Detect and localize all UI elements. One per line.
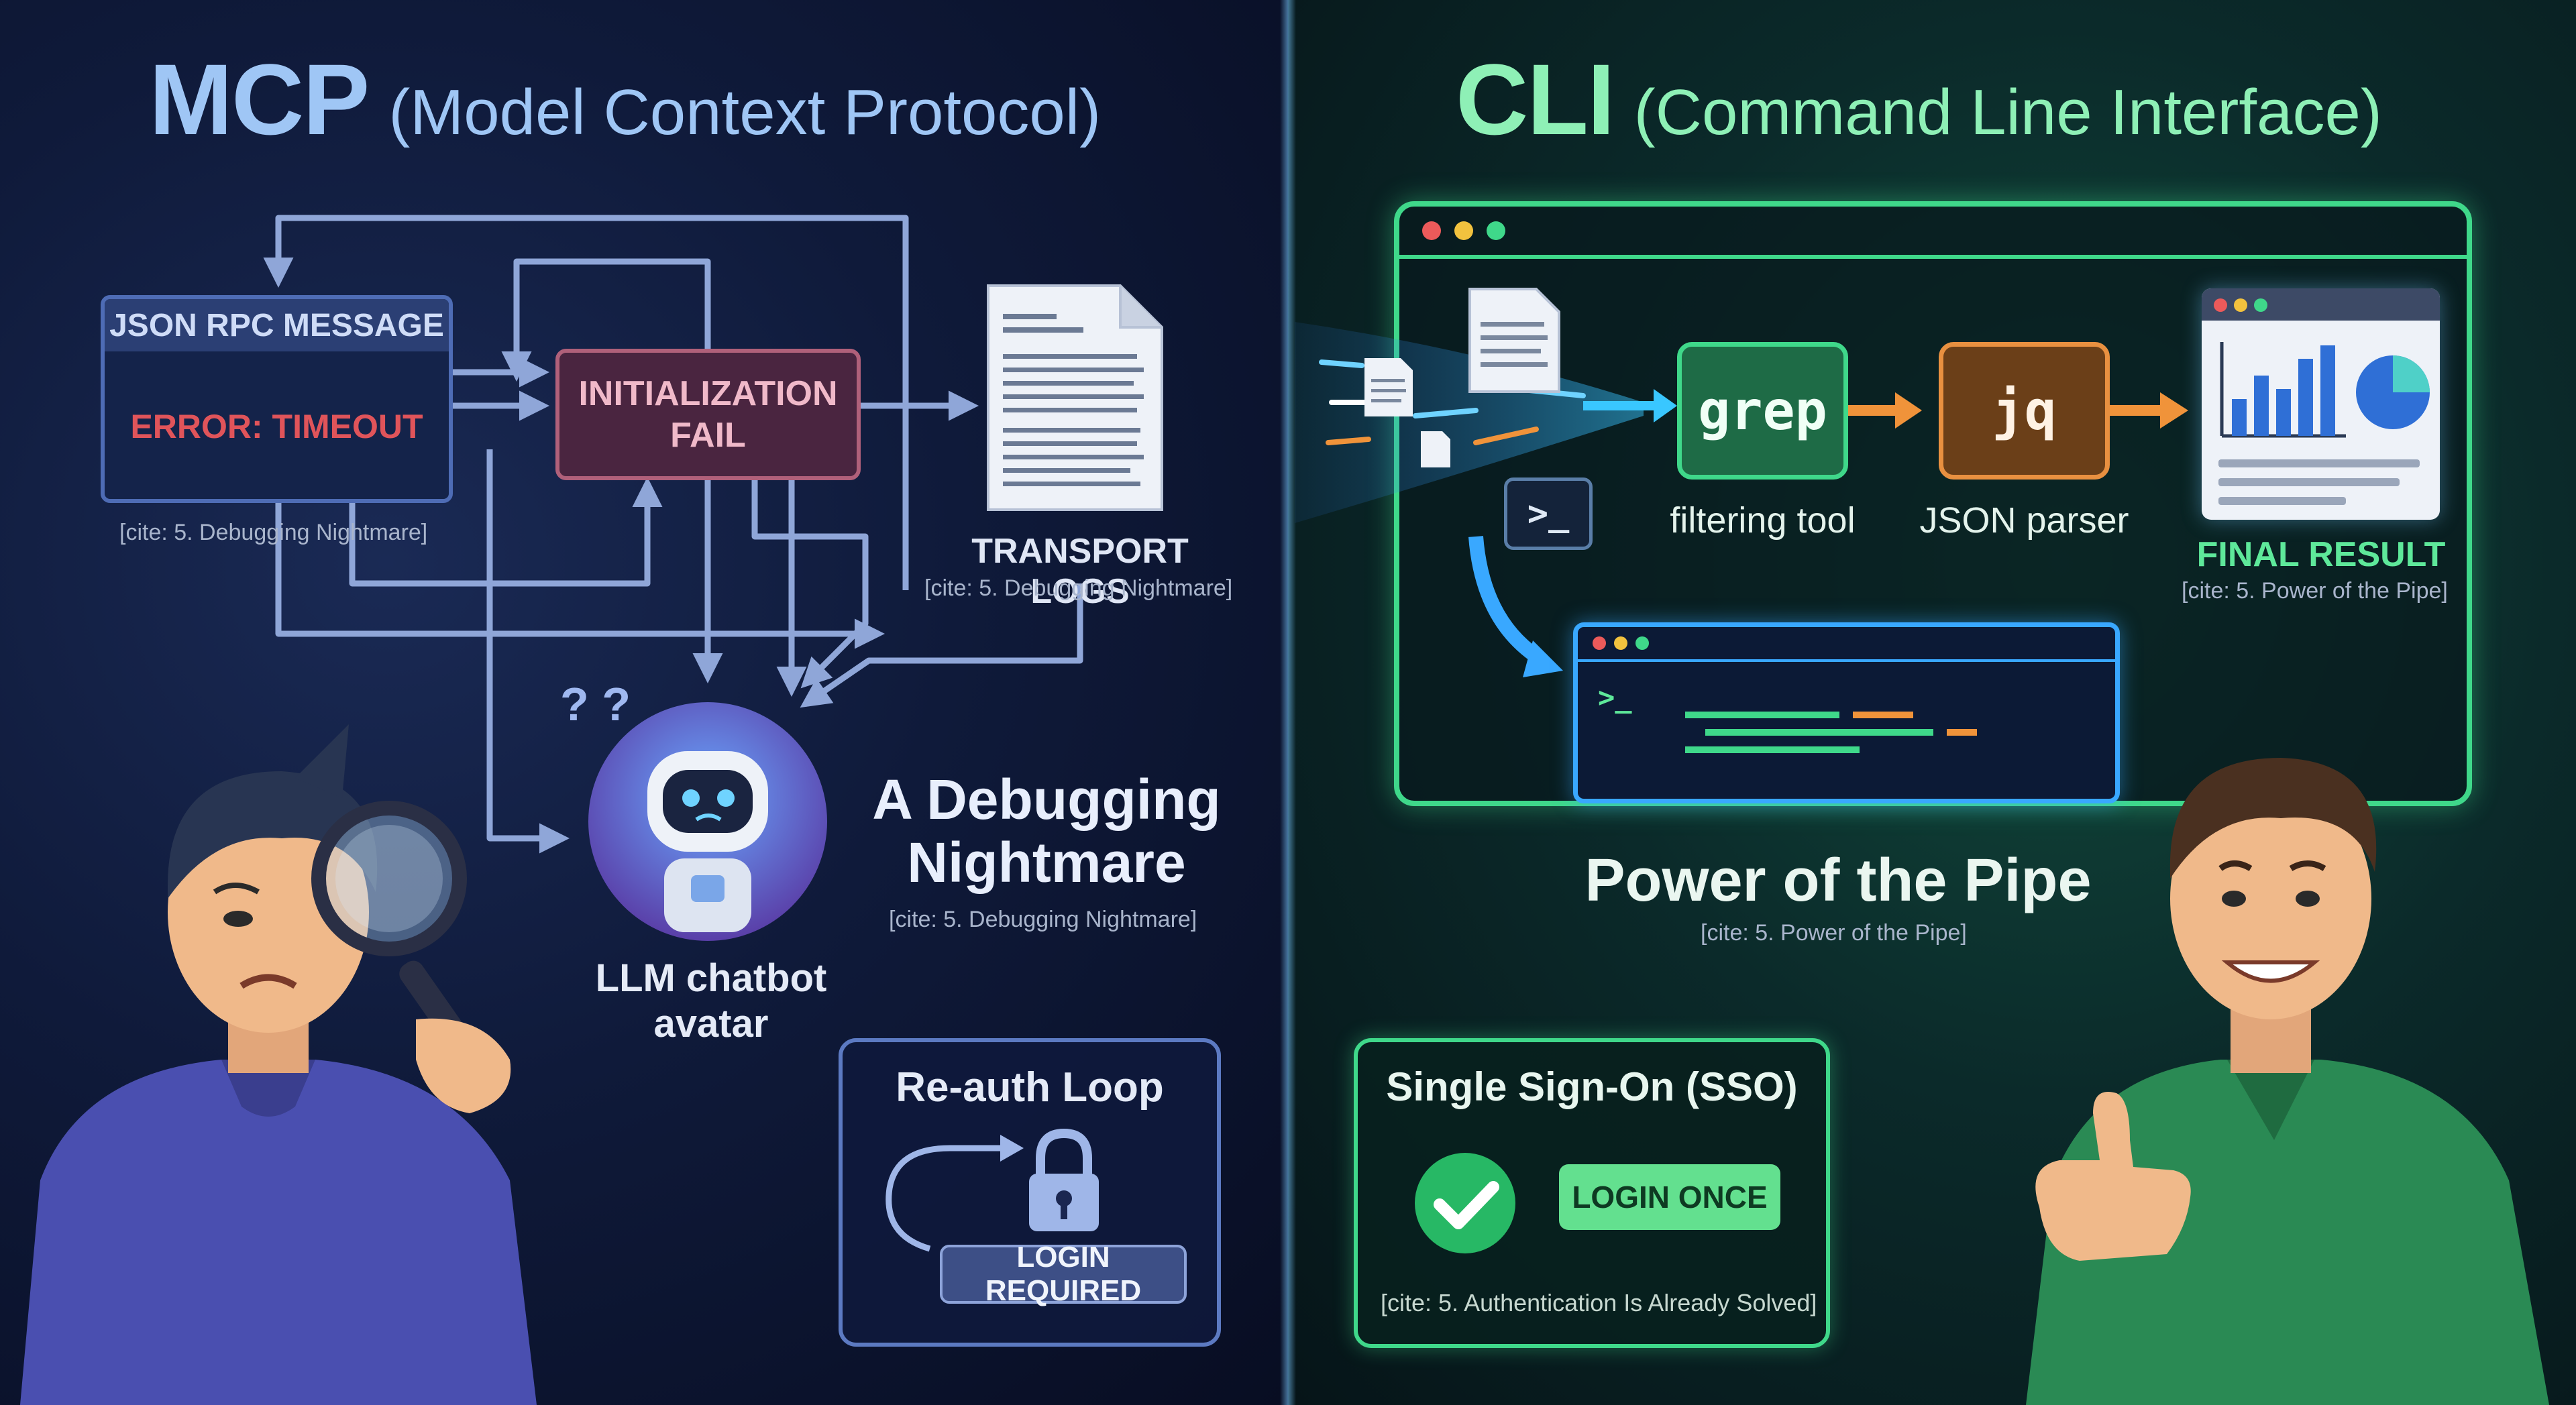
window-minimize-dot [1614,636,1627,650]
login-once-badge: LOGIN ONCE [1559,1164,1780,1230]
power-of-pipe-heading: Power of the Pipe [1585,847,2092,914]
text-line [2218,497,2346,505]
frustrated-developer-illustration [20,724,537,1405]
document-icon [1468,288,1560,393]
cite-json-rpc: [cite: 5. Debugging Nightmare] [119,520,428,545]
cli-title-subtitle: (Command Line Interface) [1633,76,2382,148]
chatbot-label-line1: LLM chatbot [595,956,827,1000]
thumbs-up-icon [2035,1092,2191,1261]
sub-terminal-prompt: >_ [1598,681,1632,714]
final-result-label: FINAL RESULT [2196,535,2446,574]
window-close-dot [1593,636,1606,650]
loop-arrow [885,1135,1024,1252]
login-required-badge: LOGIN REQUIRED [940,1241,1187,1307]
initialization-fail-line1: INITIALIZATION [578,374,838,413]
error-timeout-text: ERROR: TIMEOUT [130,408,423,445]
cite-debugging-nightmare: [cite: 5. Debugging Nightmare] [889,907,1197,932]
window-maximize-dot [2254,298,2267,312]
window-minimize-dot [2234,298,2247,312]
text-line [2218,459,2420,467]
json-rpc-message-box: JSON RPC MESSAGE ERROR: TIMEOUT [101,295,453,503]
window-close-dot [2214,298,2227,312]
cite-final-result: [cite: 5. Power of the Pipe] [2182,578,2448,604]
window-close-dot[interactable] [1422,221,1441,240]
robot-icon [588,702,827,941]
output-line [1947,729,1977,736]
mcp-tangled-arrows [263,215,1083,854]
jq-caption: JSON parser [1919,500,2129,541]
debugging-nightmare-line1: A Debugging [872,768,1221,831]
sub-terminal-window: >_ [1573,622,2120,803]
sub-terminal-titlebar [1578,627,2115,662]
cli-title-acronym: CLI [1456,43,1615,156]
cite-transport-logs: [cite: 5. Debugging Nightmare] [924,575,1233,601]
checkmark-icon [1415,1153,1515,1253]
debugging-nightmare-heading: A Debugging Nightmare [845,768,1248,894]
cite-authentication: [cite: 5. Authentication Is Already Solv… [1381,1289,1817,1316]
grep-box: grep [1677,342,1848,480]
output-line [1685,712,1839,718]
lock-icon [1029,1128,1099,1231]
document-icon [1421,431,1450,467]
question-marks: ? ? [560,678,631,730]
bar-chart-icon [2220,342,2346,438]
text-line [2218,478,2400,486]
reauth-loop-box: Re-auth Loop LOGIN REQUIRED [839,1038,1221,1347]
grep-caption: filtering tool [1670,500,1856,541]
transport-logs-label: TRANSPORT LOGS [971,532,1189,611]
output-line [1685,746,1860,753]
output-line [1853,712,1913,718]
initialization-fail-line2: FAIL [670,416,746,455]
json-rpc-header: JSON RPC MESSAGE [105,299,449,351]
mcp-title: MCP(Model Context Protocol) [149,42,1101,158]
terminal-titlebar [1399,207,2467,259]
final-result-titlebar [2202,288,2440,321]
jq-box: jq [1939,342,2110,480]
happy-developer-illustration [2026,758,2549,1405]
sso-title: Single Sign-On (SSO) [1386,1064,1798,1109]
pie-chart-icon [2356,355,2430,429]
magnifying-glass-icon [311,801,485,1072]
document-icon [987,284,1163,511]
cite-power-of-pipe: [cite: 5. Power of the Pipe] [1701,920,1967,946]
initialization-fail-box: INITIALIZATION FAIL [555,349,861,480]
cli-title: CLI(Command Line Interface) [1456,42,2382,158]
output-line [1705,729,1933,736]
mcp-title-subtitle: (Model Context Protocol) [388,76,1102,148]
sso-box: Single Sign-On (SSO) LOGIN ONCE [cite: 5… [1354,1038,1830,1348]
window-maximize-dot [1635,636,1649,650]
chatbot-label-line2: avatar [653,1002,769,1046]
terminal-icon: >_ [1504,477,1593,550]
center-divider [1280,0,1296,1405]
debugging-nightmare-line2: Nightmare [907,831,1186,894]
window-maximize-dot[interactable] [1487,221,1505,240]
window-minimize-dot[interactable] [1454,221,1473,240]
document-icon [1364,358,1413,416]
final-result-window [2202,288,2440,520]
mcp-title-acronym: MCP [149,43,370,156]
chatbot-label: LLM chatbot avatar [564,956,859,1047]
reauth-title: Re-auth Loop [896,1064,1164,1111]
